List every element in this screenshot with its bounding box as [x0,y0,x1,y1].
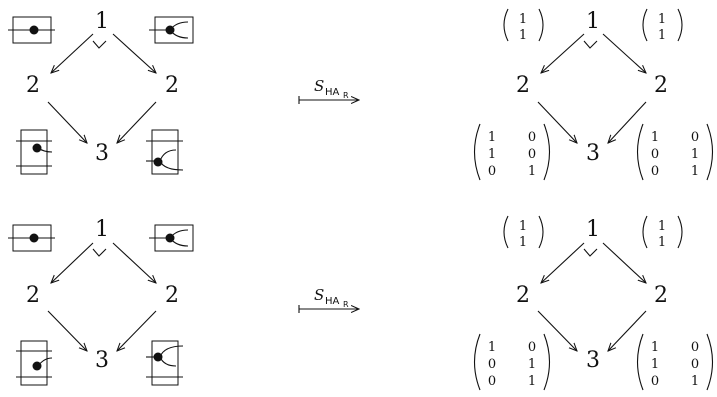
bottom-right-matrix: 1 0 0 1 0 1 [636,123,714,181]
gadget-icon [16,340,53,386]
arrow-top-to-right [112,33,156,73]
bottom-left-matrix: 1 0 0 1 0 1 [473,333,551,391]
right-diagram-1: 1 2 2 3 1 1 1 1 1 0 1 0 0 [473,8,714,181]
node-mid-right: 2 [654,283,668,308]
vector-entry: 1 [658,235,666,250]
vector-entry: 1 [658,28,666,43]
bottom-left-matrix: 1 0 1 0 0 1 [473,123,551,181]
matrix-entry: 1 [691,374,699,389]
matrix-entry: 1 [651,357,659,372]
arrow-right-to-bottom [608,101,647,143]
map-subscript: HA [325,296,340,307]
map-subsubscript: R [343,91,349,100]
node-top: 1 [95,9,109,34]
matrix-entry: 1 [651,340,659,355]
node-mid-right: 2 [654,73,668,98]
matrix-entry: 1 [691,164,699,179]
matrix-entry: 0 [488,164,496,179]
join-symbol [583,40,598,49]
map-arrow-1: S HA R [298,77,359,104]
bottom-right-matrix: 1 0 1 0 0 1 [636,333,714,391]
gadget-icon [8,16,55,44]
node-mid-left: 2 [516,73,530,98]
left-diagram-2: 1 2 2 3 [8,217,194,386]
left-diagram-1: 1 2 2 3 [8,9,194,175]
arrow-top-to-left [51,33,94,73]
node-mid-left: 2 [26,283,40,308]
matrix-entry: 0 [528,130,536,145]
matrix-entry: 1 [651,130,659,145]
node-bottom: 3 [586,348,600,373]
arrow-left-to-bottom [537,101,577,143]
matrix-entry: 0 [691,357,699,372]
arrow-top-to-right [602,242,646,283]
join-symbol [92,40,107,49]
arrow-top-to-right [602,33,646,73]
gadget-icon [146,129,184,175]
node-top: 1 [586,9,600,34]
matrix-entry: 0 [528,147,536,162]
arrow-right-to-bottom [117,101,157,143]
gadget-icon [8,224,55,252]
join-symbol [92,248,107,257]
matrix-entry: 0 [488,357,496,372]
right-diagram-2: 1 2 2 3 1 1 1 1 1 0 0 1 0 1 [473,215,714,391]
matrix-entry: 0 [528,340,536,355]
vector-entry: 1 [658,219,666,234]
arrow-right-to-bottom [608,310,647,351]
node-bottom: 3 [95,348,109,373]
matrix-entry: 1 [488,340,496,355]
node-mid-left: 2 [26,73,40,98]
matrix-entry: 0 [651,164,659,179]
arrow-right-to-bottom [117,310,157,351]
node-mid-right: 2 [165,73,179,98]
arrow-left-to-bottom [537,310,577,351]
node-bottom: 3 [586,141,600,166]
node-mid-right: 2 [165,283,179,308]
arrow-top-to-left [51,242,94,283]
node-top: 1 [586,217,600,242]
matrix-entry: 0 [691,130,699,145]
node-bottom: 3 [95,141,109,166]
matrix-entry: 1 [488,147,496,162]
map-symbol: S [314,77,324,95]
top-right-vector: 1 1 [642,215,683,250]
map-subscript: HA [325,87,340,98]
top-right-vector: 1 1 [642,8,683,43]
map-arrow-2: S HA R [298,286,359,313]
matrix-entry: 0 [488,374,496,389]
node-mid-left: 2 [516,283,530,308]
arrow-left-to-bottom [47,310,87,351]
arrow-left-to-bottom [47,101,87,143]
node-top: 1 [95,217,109,242]
vector-entry: 1 [519,28,527,43]
top-left-vector: 1 1 [503,215,544,250]
gadget-icon [16,129,53,175]
matrix-entry: 0 [691,340,699,355]
matrix-entry: 0 [651,147,659,162]
matrix-entry: 1 [528,164,536,179]
gadget-icon [149,16,194,44]
matrix-entry: 1 [488,130,496,145]
top-left-vector: 1 1 [503,8,544,43]
matrix-entry: 1 [691,147,699,162]
vector-entry: 1 [519,12,527,27]
map-subsubscript: R [343,300,349,309]
matrix-entry: 0 [651,374,659,389]
map-symbol: S [314,286,324,304]
gadget-icon [146,340,184,386]
vector-entry: 1 [519,235,527,250]
arrow-top-to-right [112,242,156,283]
matrix-entry: 1 [528,357,536,372]
arrow-top-to-left [541,242,585,283]
arrow-top-to-left [541,33,585,73]
matrix-entry: 1 [528,374,536,389]
vector-entry: 1 [658,12,666,27]
vector-entry: 1 [519,219,527,234]
join-symbol [583,248,598,257]
gadget-icon [149,224,194,252]
